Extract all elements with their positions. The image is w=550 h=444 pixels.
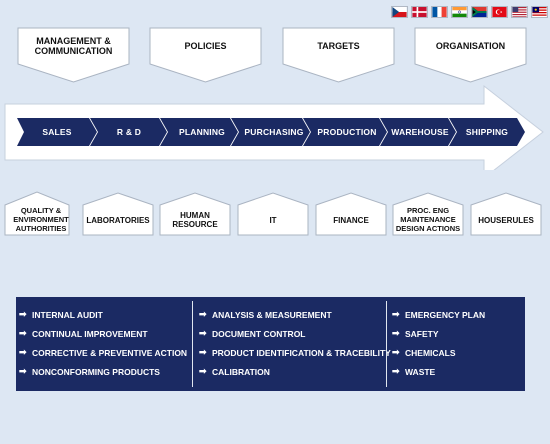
- process-step-label: PRODUCTION: [317, 127, 377, 137]
- arrow-right-icon: ➡: [19, 328, 27, 338]
- department-label: HOUSERULES: [478, 215, 534, 225]
- top-box-policies[interactable]: POLICIES: [149, 27, 262, 83]
- top-box-management[interactable]: MANAGEMENT & COMMUNICATION: [17, 27, 130, 83]
- top-box-label: POLICIES: [184, 41, 227, 51]
- process-step-label: SALES: [42, 127, 72, 137]
- department-row: [4, 191, 542, 236]
- dept-box-laboratories[interactable]: [82, 192, 154, 236]
- quality-links-panel: ➡ INTERNAL AUDIT ➡ CONTINUAL IMPROVEMENT ➡…: [16, 297, 525, 391]
- dept-box-proc-eng[interactable]: [392, 192, 464, 236]
- top-box-organisation[interactable]: ORGANISATION: [414, 27, 527, 83]
- arrow-right-icon: ➡: [19, 347, 27, 357]
- link-label: CORRECTIVE & PREVENTIVE ACTION: [32, 347, 188, 358]
- link-chemicals[interactable]: ➡ CHEMICALS: [392, 343, 485, 362]
- dept-box-it[interactable]: [237, 192, 309, 236]
- arrow-right-icon: ➡: [392, 366, 400, 376]
- flag-usa-icon[interactable]: [511, 6, 528, 18]
- arrow-right-icon: ➡: [392, 328, 400, 338]
- top-box-label: TARGETS: [317, 41, 360, 51]
- arrow-right-icon: ➡: [19, 309, 27, 319]
- department-label: PROC. ENG MAINTENANCE DESIGN ACTIONS: [395, 205, 461, 233]
- chevron-purchasing[interactable]: [231, 118, 310, 146]
- process-step-label: PLANNING: [179, 127, 225, 137]
- link-calibration[interactable]: ➡ CALIBRATION: [199, 362, 391, 381]
- arrow-right-icon: ➡: [199, 328, 207, 338]
- link-label: CONTINUAL IMPROVEMENT: [32, 328, 148, 339]
- department-label: IT: [269, 215, 277, 225]
- arrow-right-icon: ➡: [392, 309, 400, 319]
- link-label: PRODUCT IDENTIFICATION & TRACEBILITY: [212, 347, 391, 358]
- flag-india-icon[interactable]: [451, 6, 468, 18]
- department-label: FINANCE: [333, 215, 369, 225]
- chevron-rd[interactable]: [90, 118, 167, 146]
- department-label: LABORATORIES: [86, 215, 150, 225]
- links-column-3: ➡ EMERGENCY PLAN ➡ SAFETY ➡ CHEMICALS ➡ WAST…: [392, 305, 485, 381]
- process-flow: [4, 84, 544, 170]
- link-label: WASTE: [405, 366, 436, 377]
- dept-box-human-resource[interactable]: [159, 192, 231, 236]
- link-continual-improvement[interactable]: ➡ CONTINUAL IMPROVEMENT: [19, 324, 187, 343]
- dept-box-quality[interactable]: [4, 191, 70, 236]
- chevron-sales[interactable]: [17, 118, 97, 146]
- link-label: INTERNAL AUDIT: [32, 309, 103, 320]
- department-label: HUMAN RESOURCE: [172, 211, 218, 229]
- link-label: CHEMICALS: [405, 347, 456, 358]
- link-waste[interactable]: ➡ WASTE: [392, 362, 485, 381]
- link-label: NONCONFORMING PRODUCTS: [32, 366, 160, 377]
- links-column-2: ➡ ANALYSIS & MEASUREMENT ➡ DOCUMENT CONTRO…: [199, 305, 391, 381]
- process-step-label: PURCHASING: [244, 127, 304, 137]
- link-analysis-measurement[interactable]: ➡ ANALYSIS & MEASUREMENT: [199, 305, 391, 324]
- process-step-label: WAREHOUSE: [391, 127, 449, 137]
- flag-france-icon[interactable]: [431, 6, 448, 18]
- process-step-label: SHIPPING: [465, 127, 509, 137]
- link-label: SAFETY: [405, 328, 439, 339]
- flag-south-africa-icon[interactable]: [471, 6, 488, 18]
- link-corrective-action[interactable]: ➡ CORRECTIVE & PREVENTIVE ACTION: [19, 343, 187, 362]
- arrow-right-icon: ➡: [392, 347, 400, 357]
- link-label: CALIBRATION: [212, 366, 270, 377]
- link-label: ANALYSIS & MEASUREMENT: [212, 309, 332, 320]
- arrow-right-icon: ➡: [199, 347, 207, 357]
- flag-malaysia-icon[interactable]: [531, 6, 548, 18]
- link-internal-audit[interactable]: ➡ INTERNAL AUDIT: [19, 305, 187, 324]
- link-document-control[interactable]: ➡ DOCUMENT CONTROL: [199, 324, 391, 343]
- chevron-planning[interactable]: [160, 118, 238, 146]
- chevron-production[interactable]: [303, 118, 387, 146]
- column-divider: [192, 301, 193, 387]
- top-box-targets[interactable]: TARGETS: [282, 27, 395, 83]
- arrow-right-icon: ➡: [19, 366, 27, 376]
- flag-czech-icon[interactable]: [391, 6, 408, 18]
- process-step-label: R & D: [116, 127, 142, 137]
- language-flags: [391, 6, 548, 18]
- link-product-identification[interactable]: ➡ PRODUCT IDENTIFICATION & TRACEBILITY: [199, 343, 391, 362]
- department-label: QUALITY & ENVIRONMENT AUTHORITIES: [13, 205, 69, 233]
- flag-denmark-icon[interactable]: [411, 6, 428, 18]
- link-label: DOCUMENT CONTROL: [212, 328, 306, 339]
- dept-box-houserules[interactable]: [470, 192, 542, 236]
- link-safety[interactable]: ➡ SAFETY: [392, 324, 485, 343]
- link-nonconforming-products[interactable]: ➡ NONCONFORMING PRODUCTS: [19, 362, 187, 381]
- arrow-right-icon: ➡: [199, 309, 207, 319]
- chevron-warehouse[interactable]: [380, 118, 456, 146]
- column-divider: [386, 301, 387, 387]
- arrow-right-icon: ➡: [199, 366, 207, 376]
- chevron-shipping[interactable]: [449, 118, 525, 146]
- link-label: EMERGENCY PLAN: [405, 309, 486, 320]
- top-box-label: ORGANISATION: [435, 41, 506, 51]
- links-column-1: ➡ INTERNAL AUDIT ➡ CONTINUAL IMPROVEMENT ➡…: [19, 305, 187, 381]
- link-emergency-plan[interactable]: ➡ EMERGENCY PLAN: [392, 305, 485, 324]
- dept-box-finance[interactable]: [315, 192, 387, 236]
- top-box-label: MANAGEMENT & COMMUNICATION: [34, 36, 113, 56]
- flag-turkey-icon[interactable]: [491, 6, 508, 18]
